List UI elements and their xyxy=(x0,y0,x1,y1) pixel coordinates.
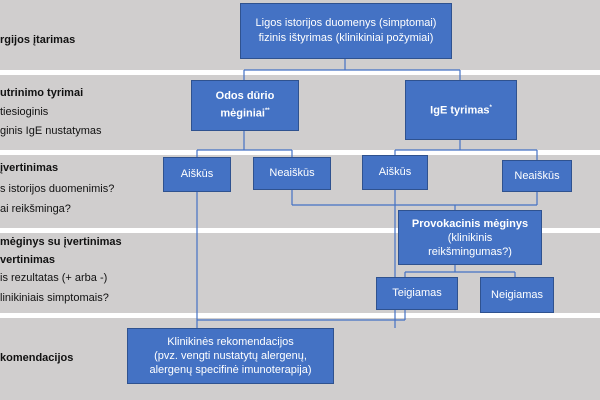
skin-prick-mark: ** xyxy=(264,108,270,115)
skin-prick-line2-row: mėginiai** xyxy=(220,104,269,122)
band-label-tests: utrinimo tyrimai xyxy=(0,87,84,99)
ige-clear-box: Aiškūs xyxy=(362,155,428,190)
ige-test-mark: * xyxy=(489,105,492,112)
band-line-ige: ginis IgE nustatymas xyxy=(0,125,102,137)
recommendations-line3: alergenų specifinė imunoterapija) xyxy=(149,364,312,376)
skin-unclear-box: Neaiškūs xyxy=(253,157,331,190)
band-label-evaluation: įvertinimas xyxy=(0,162,59,174)
skin-prick-line1: Odos dūrio xyxy=(215,90,275,103)
band-line-symptoms: linikiniais simptomais? xyxy=(0,292,109,304)
positive-box: Teigiamas xyxy=(376,277,458,310)
ige-unclear-label: Neaiškūs xyxy=(514,169,560,182)
skin-unclear-label: Neaiškūs xyxy=(269,167,315,179)
band-line-result: is rezultatas (+ arba -) xyxy=(0,272,108,284)
band-label-test2: vertinimas xyxy=(0,254,56,266)
negative-box: Neigiamas xyxy=(480,277,554,313)
provocation-title: Provokacinis mėginys xyxy=(411,217,529,230)
ige-test-label: IgE tyrimas xyxy=(430,104,490,117)
recommendations-box: Klinikinės rekomendacijos (pvz. vengti n… xyxy=(127,328,334,384)
skin-prick-box: Odos dūrio mėginiai** xyxy=(191,80,299,131)
provocation-line3: reikšmingumas?) xyxy=(428,245,512,258)
negative-label: Neigiamas xyxy=(491,288,543,301)
recommendations-line1: Klinikinės rekomendacijos xyxy=(167,336,294,348)
history-line1: Ligos istorijos duomenys (simptomai) xyxy=(255,17,437,29)
band-label-test: mėginys su įvertinimas xyxy=(0,236,122,248)
positive-label: Teigiamas xyxy=(392,287,442,299)
ige-unclear-box: Neaiškūs xyxy=(502,160,572,192)
skin-clear-box: Aiškūs xyxy=(163,157,231,192)
band-label-suspicion: rgijos įtarimas xyxy=(0,34,76,46)
provocation-line2: (klinikinis xyxy=(447,231,493,244)
history-box: Ligos istorijos duomenys (simptomai) fiz… xyxy=(240,3,452,59)
ige-test-row: IgE tyrimas* xyxy=(430,101,492,119)
band-line-history: s istorijos duomenimis? xyxy=(0,183,115,195)
ige-test-box: IgE tyrimas* xyxy=(405,80,517,140)
ige-clear-label: Aiškūs xyxy=(378,166,412,178)
band-line-significant: ai reikšminga? xyxy=(0,203,71,215)
skin-clear-label: Aiškūs xyxy=(180,168,214,180)
recommendations-line2: (pvz. vengti nustatytų alergenų, xyxy=(154,350,307,362)
provocation-box: Provokacinis mėginys (klinikinis reikšmi… xyxy=(398,210,542,265)
history-line2: fizinis ištyrimas (klinikiniai požymiai) xyxy=(258,32,434,44)
band-line-direct: tiesioginis xyxy=(0,106,49,118)
skin-prick-line2: mėginiai xyxy=(220,107,265,120)
band-label-recommendations: komendacijos xyxy=(0,352,74,364)
